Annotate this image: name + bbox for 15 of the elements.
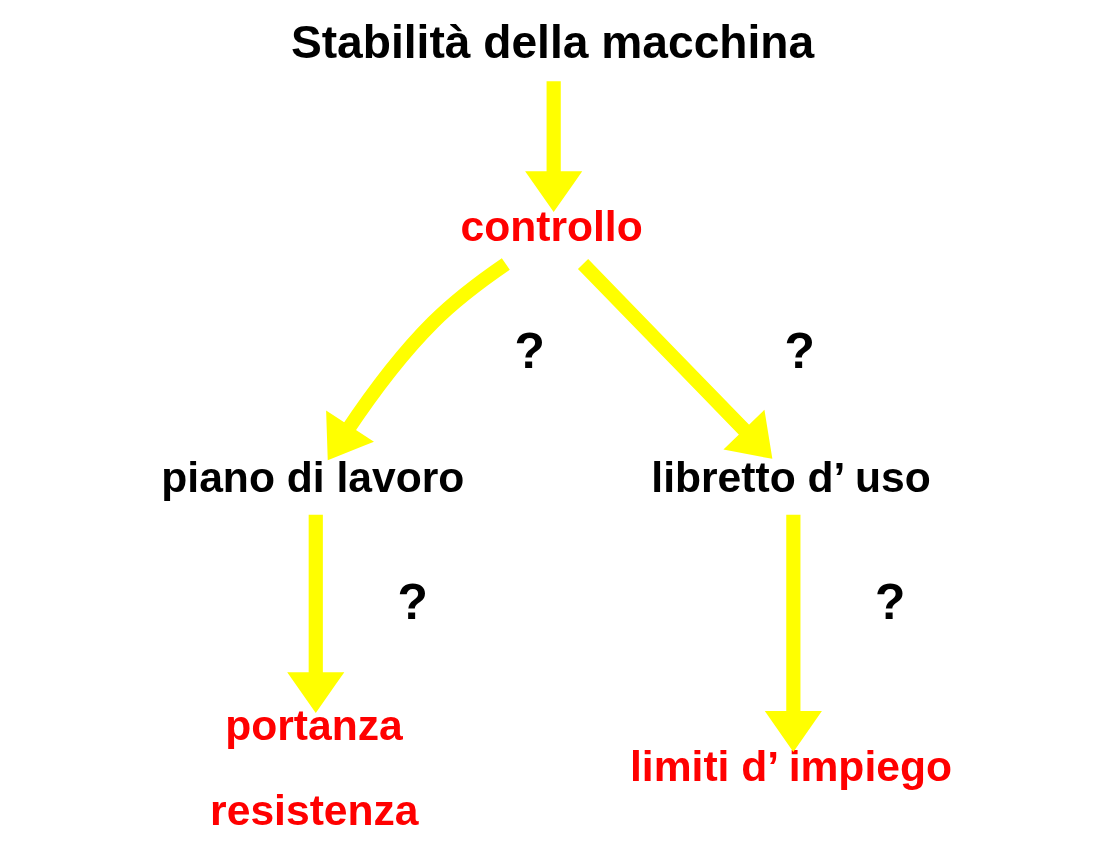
edge-label: ? <box>874 573 905 630</box>
edge-label: ? <box>783 323 815 380</box>
node-text: limiti d’ impiego <box>629 741 952 790</box>
node-text: piano di lavoro <box>160 452 464 501</box>
node-text: libretto d’ uso <box>650 452 931 501</box>
edge-label: ? <box>396 573 428 630</box>
arrow <box>764 514 822 752</box>
arrow <box>286 514 344 713</box>
arrow <box>577 259 772 459</box>
edge-label: ? <box>514 323 545 380</box>
node-text: Stabilità della macchina <box>290 15 814 68</box>
node-text: controllo <box>459 202 643 251</box>
arrow <box>325 258 510 461</box>
node-text: portanza resistenza <box>209 701 419 835</box>
arrow <box>524 81 582 213</box>
